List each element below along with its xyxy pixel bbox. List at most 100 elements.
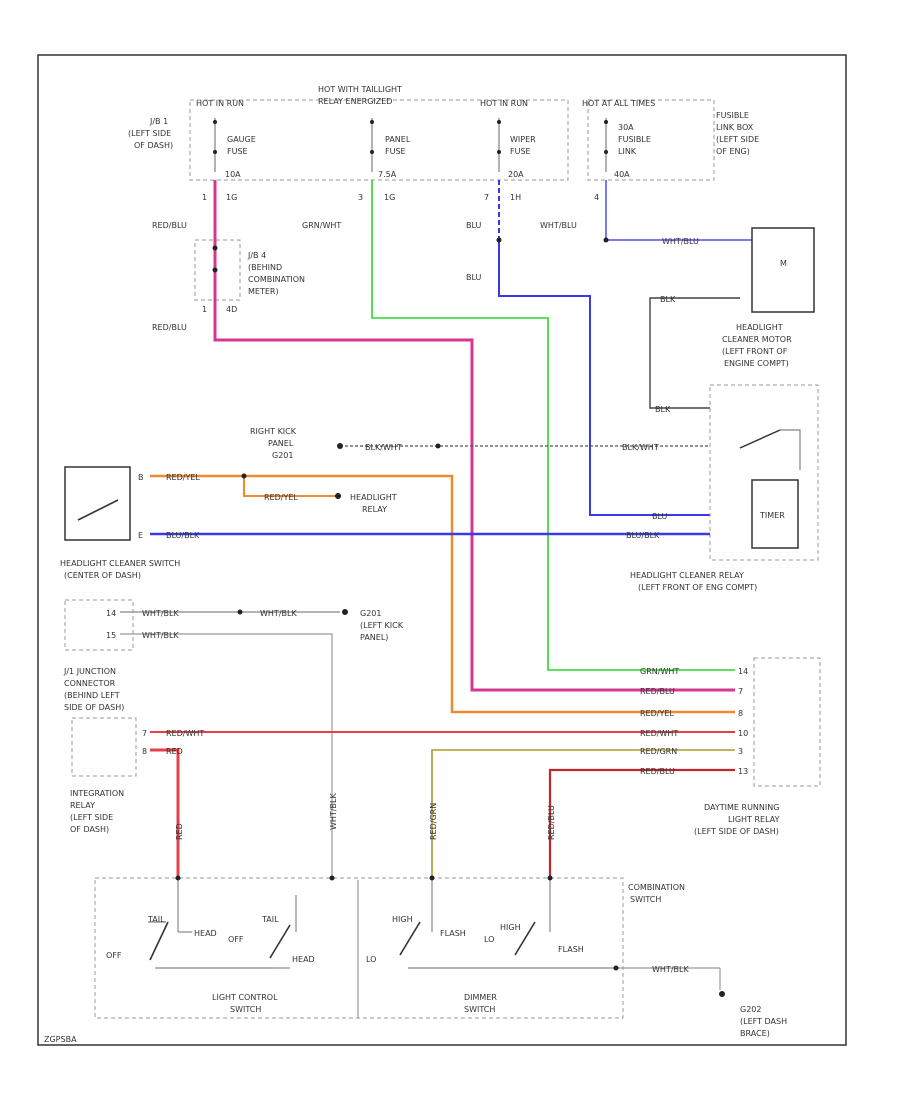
off-label-1: OFF [106,951,122,960]
wire-label-red-blu-2: RED/BLU [152,323,187,332]
integration-label-3: OF DASH) [70,825,109,834]
flash-label-1: FLASH [440,929,466,938]
wire-label-red-blu-vertical: RED/BLU [547,805,556,840]
motor-label-2: (LEFT FRONT OF [722,347,788,356]
pin-1: 1 [202,193,207,202]
junction-label-2: (BEHIND LEFT [64,691,120,700]
g201-label-1: (LEFT KICK [360,621,404,630]
link-box-label-1: LINK BOX [716,123,754,132]
drl-label-1: LIGHT RELAY [728,815,780,824]
wire-label-wht-blk-2: WHT/BLK [260,609,297,618]
wire-label-grn-wht-2: GRN/WHT [640,667,679,676]
dimmer-label-0: DIMMER [464,993,497,1002]
wire-wht-blk-down [120,633,333,878]
panel-fuse: PANEL FUSE 7.5A [370,118,411,179]
integration-relay-box [71,717,137,777]
cleaner-relay-label-1: (LEFT FRONT OF ENG COMPT) [638,583,757,592]
wire-label-red-grn-vertical: RED/GRN [429,803,438,840]
wire-label-wht-blu-1: WHT/BLU [540,221,577,230]
kick-label-2: G201 [272,451,293,460]
footer-code: ZGPSBA [44,1035,77,1044]
wire-blk-motor [649,297,740,409]
lo-label-2: LO [484,935,494,944]
wire-label-red-yel-1: RED/YEL [166,473,200,482]
wire-red-yel-relay [243,476,338,497]
wire-label-blu-blk-2: BLU/BLK [626,531,660,540]
jb1-label-1: (LEFT SIDE [128,129,171,138]
motor-label-3: ENGINE COMPT) [724,359,789,368]
wire-label-red-vertical: RED [175,823,184,840]
wire-label-blk-wht-1: BLK/WHT [365,443,402,452]
wire-label-wht-blk-1: WHT/BLK [142,609,179,618]
hot-in-run-label-1: HOT IN RUN [196,99,244,108]
wire-label-blu-2: BLU [466,273,482,282]
light-control-contacts [148,878,297,969]
fusible-link-label-0: 30A [618,123,634,132]
wire-label-red-wht-2: RED/WHT [640,729,678,738]
wire-red-yel [150,474,735,714]
wiper-fuse-label-1: FUSE [510,147,531,156]
wire-label-blk-2: BLK [655,405,671,414]
fusible-link-box [587,99,715,181]
diagram-border [37,54,847,1046]
pin-3: 3 [358,193,363,202]
timer-box [751,479,799,549]
pin-3g: 1G [384,193,395,202]
pin-e: E [138,531,143,540]
fusible-link-label-1: FUSIBLE [618,135,651,144]
jb4-label-1: (BEHIND [248,263,282,272]
fusible-link-label-2: LINK [618,147,637,156]
junction-label-0: J/1 JUNCTION [63,667,116,676]
g202-label-2: BRACE) [740,1029,770,1038]
head-label-1: HEAD [194,929,217,938]
wire-label-blu-1: BLU [466,221,482,230]
dimmer-label-1: SWITCH [464,1005,495,1014]
lo-label-1: LO [366,955,376,964]
drl-relay-box [753,657,821,787]
high-label-2: HIGH [500,923,521,932]
drl-pin-13: 13 [738,767,748,776]
wire-grn-wht [371,180,735,671]
drl-pin-3: 3 [738,747,743,756]
cleaner-motor-box [751,227,815,313]
wire-label-wht-blk-4: WHT/BLK [652,965,689,974]
cleaner-relay-label-0: HEADLIGHT CLEANER RELAY [630,571,744,580]
wire-label-red-wht-1: RED/WHT [166,729,204,738]
cleaner-switch-label-1: (CENTER OF DASH) [64,571,141,580]
junction-dots [175,237,619,971]
pin-7h: 1H [510,193,521,202]
drl-pin-10: 10 [738,729,748,738]
junction-label-3: SIDE OF DASH) [64,703,124,712]
motor-label-0: HEADLIGHT [736,323,783,332]
cleaner-switch-box [64,466,131,541]
fusible-link: 30A FUSIBLE LINK 40A [604,118,651,179]
kick-label-1: PANEL [268,439,294,448]
wiper-fuse: WIPER FUSE 20A [497,118,536,179]
jb1-label-2: OF DASH) [134,141,173,150]
gauge-fuse-amp: 10A [225,170,241,179]
hot-tail-label-2: RELAY ENERGIZED [318,97,392,106]
integration-label-1: RELAY [70,801,95,810]
jb4-label-0: J/B 4 [247,251,266,260]
drl-pin-14: 14 [738,667,748,676]
relay-switch-contact [739,429,781,449]
wire-label-blk-1: BLK [660,295,676,304]
pin-4: 4 [594,193,599,202]
pin-1g: 1G [226,193,237,202]
kick-label-0: RIGHT KICK [250,427,297,436]
cleaner-relay-box [709,384,819,561]
panel-fuse-amp: 7.5A [378,170,397,179]
combination-label-0: COMBINATION [628,883,685,892]
dimmer-contacts [399,878,721,990]
pin-8: 8 [142,747,147,756]
drl-label-2: (LEFT SIDE OF DASH) [694,827,779,836]
wire-red-blu-pink [213,180,735,692]
cleaner-switch-label-0: HEADLIGHT CLEANER SWITCH [60,559,180,568]
jb4-label-3: METER) [248,287,279,296]
pin-15: 15 [106,631,116,640]
drl-pin-8: 8 [738,709,743,718]
junction-label-1: CONNECTOR [64,679,116,688]
motor-label-1: CLEANER MOTOR [722,335,792,344]
hot-at-all-times-label: HOT AT ALL TIMES [582,99,655,108]
